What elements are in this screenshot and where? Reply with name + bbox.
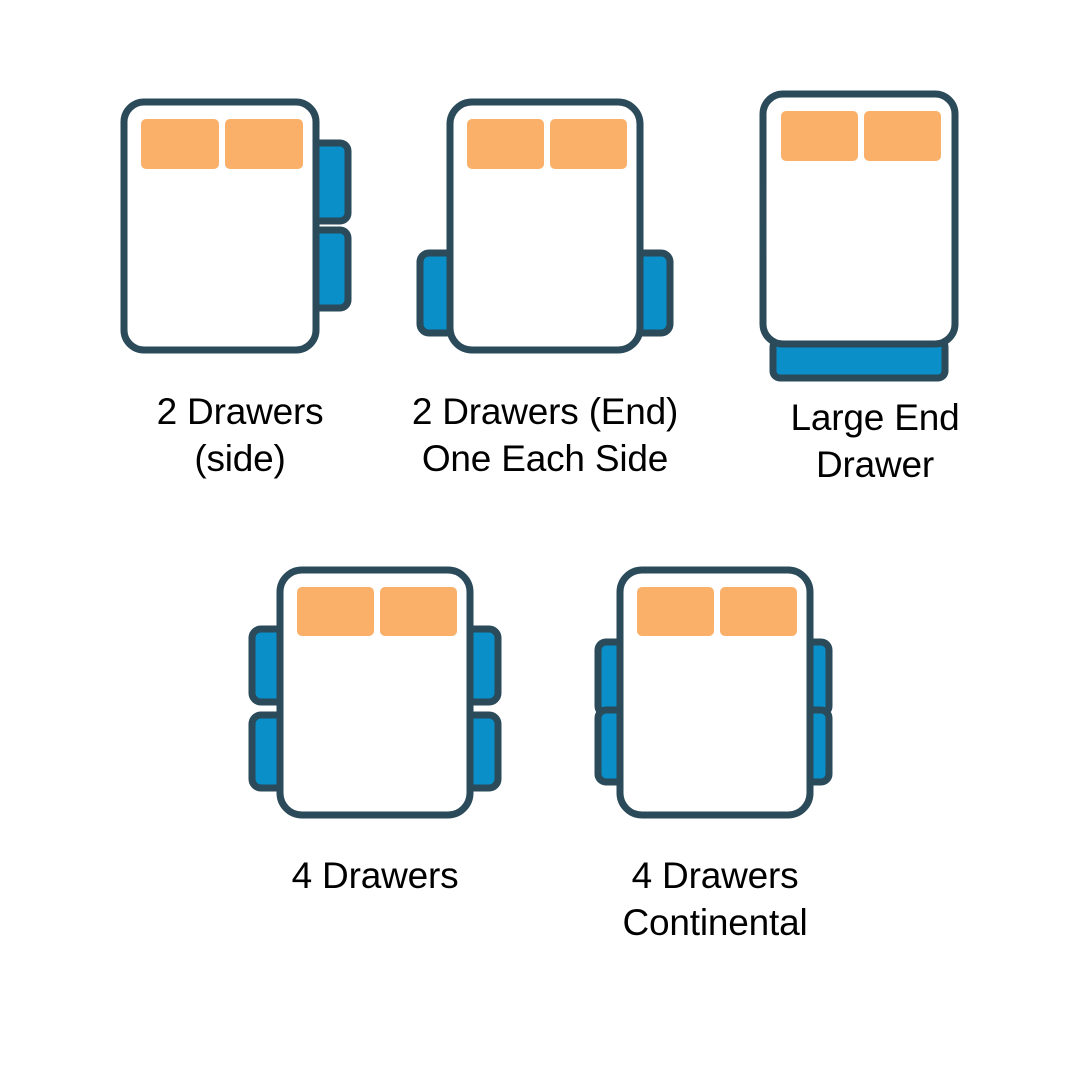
bed-caption-4-drawers: 4 Drawers [291,855,459,896]
bed-caption-large-end-drawer: Large End Drawer [790,397,960,486]
bed-diagram-2-drawers-end [416,98,674,354]
pillow-left [297,587,374,636]
bed-diagram-2-drawers-side [120,98,352,354]
pillow-right [550,119,627,169]
pillow-right [380,587,457,636]
bed-caption-2-drawers-end: 2 Drawers (End) One Each Side [411,391,679,480]
bed-option-2-drawers-end: 2 Drawers (End) One Each Side [405,90,685,500]
bed-caption-2-drawers-side: 2 Drawers (side) [156,391,324,480]
bed-option-4-drawers-continental: 4 Drawers Continental [585,560,845,960]
pillow-right [720,587,797,636]
bed-option-2-drawers-side: 2 Drawers (side) [110,90,370,500]
bed-option-large-end-drawer: Large End Drawer [750,82,1000,492]
pillow-left [637,587,714,636]
bed-option-4-drawers: 4 Drawers [240,560,510,960]
bed-diagram-large-end-drawer [759,90,959,382]
pillow-left [141,119,219,169]
pillow-right [864,111,941,161]
bed-caption-4-drawers-continental: 4 Drawers Continental [622,855,808,944]
pillow-left [467,119,544,169]
bed-diagram-4-drawers [248,566,502,819]
bed-diagram-4-drawers-continental [594,566,833,819]
pillow-left [781,111,858,161]
pillow-right [225,119,303,169]
